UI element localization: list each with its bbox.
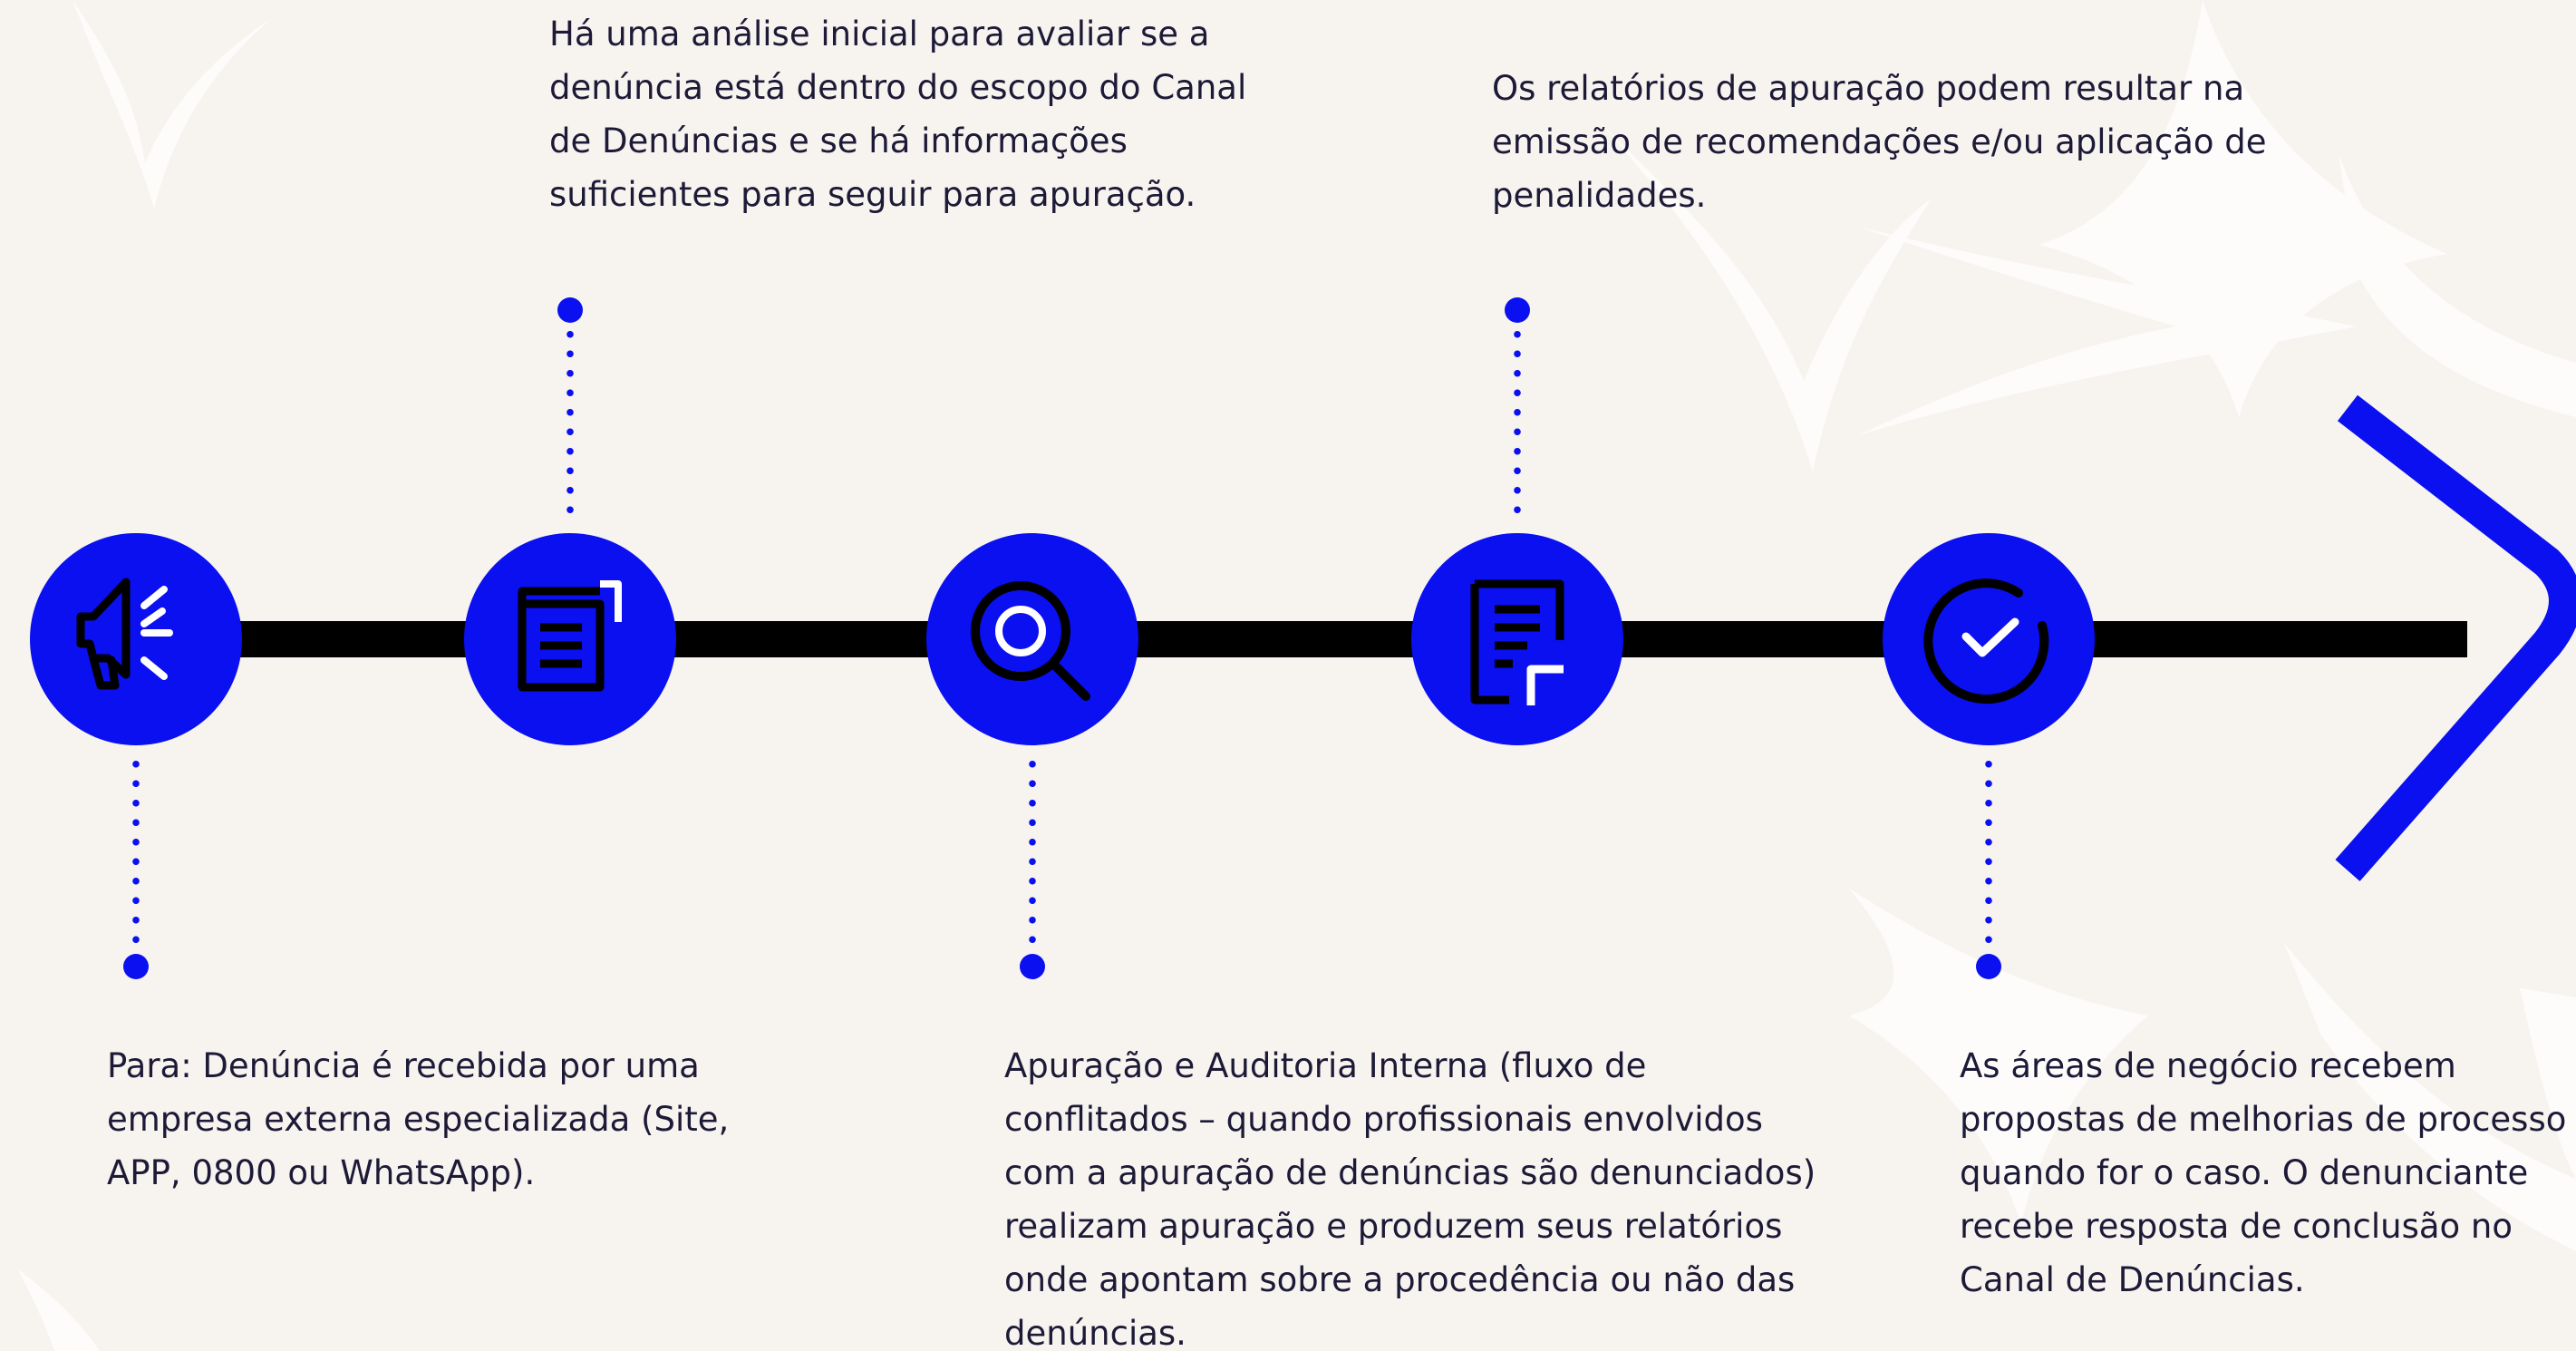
step-5-dot xyxy=(1976,954,2001,979)
step-3-description: Apuração e Auditoria Interna (fluxo de c… xyxy=(1004,1046,1816,1351)
step-5-connector xyxy=(1985,754,1992,952)
step-5-description: As áreas de negócio recebem propostas de… xyxy=(1960,1046,2567,1299)
step-3-dot xyxy=(1020,954,1045,979)
check-circle-icon xyxy=(1923,578,2049,705)
step-3-connector xyxy=(1029,754,1036,952)
step-3-circle xyxy=(926,533,1138,745)
step-4-dot xyxy=(1505,297,1530,323)
step-1-dot xyxy=(123,954,149,979)
step-4-circle xyxy=(1411,533,1623,745)
step-1-description: Para: Denúncia é recebida por uma empres… xyxy=(107,1046,730,1192)
step-4-description: Os relatórios de apuração podem resultar… xyxy=(1492,69,2267,215)
document-copy-icon xyxy=(518,580,622,692)
report-icon xyxy=(1470,579,1564,705)
megaphone-icon xyxy=(76,578,173,690)
step-5-circle xyxy=(1883,533,2095,745)
step-2-circle xyxy=(464,533,676,745)
step-2-description: Há uma análise inicial para avaliar se a… xyxy=(549,15,1247,214)
step-4-connector xyxy=(1514,325,1521,522)
step-2-dot xyxy=(557,297,583,323)
step-1-circle xyxy=(30,533,242,745)
step-1-connector xyxy=(132,754,140,952)
chevron-right-arrow xyxy=(2335,394,2576,881)
step-2-connector xyxy=(567,325,574,522)
search-icon xyxy=(971,581,1090,701)
